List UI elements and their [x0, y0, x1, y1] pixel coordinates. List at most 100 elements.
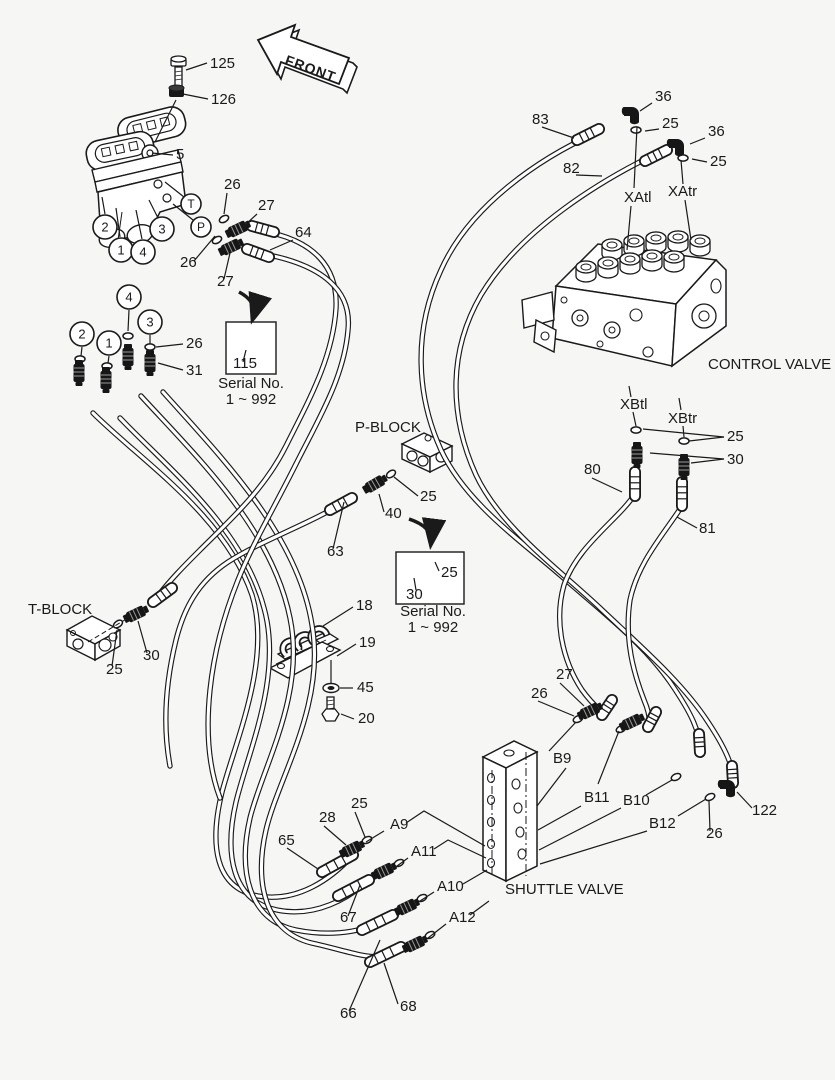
leader-line — [469, 900, 490, 916]
serial-note-arrow — [408, 517, 447, 550]
hose-fitting — [576, 702, 603, 720]
hose-fitting — [217, 238, 244, 256]
part-label: 122 — [752, 802, 777, 819]
part-label: 64 — [295, 224, 312, 241]
front-arrow: FRONT — [256, 23, 358, 95]
part-label: A12 — [449, 909, 476, 926]
leader-line — [111, 629, 118, 667]
part-label: 1 ~ 992 — [408, 619, 458, 636]
leader-line — [548, 721, 577, 752]
part-label: 27 — [217, 273, 234, 290]
part-label: 26 — [224, 176, 241, 193]
o-ring — [122, 332, 134, 340]
valve-cap — [623, 234, 645, 257]
leader-line — [413, 577, 417, 591]
washer-45 — [322, 682, 340, 694]
hose-fitting — [401, 935, 428, 953]
mounting-bracket — [268, 633, 342, 679]
valve-cap — [597, 256, 619, 279]
part-label: 82 — [563, 160, 580, 177]
control-valve-caps — [575, 230, 711, 283]
leader-line — [680, 159, 684, 185]
leader-line — [427, 923, 447, 939]
part-label: 30 — [406, 586, 423, 603]
circled-callout: 4 — [116, 284, 142, 310]
part-label: 115 — [233, 355, 257, 372]
leader-line — [537, 805, 582, 831]
hose-fitting — [338, 840, 365, 858]
leader-line — [354, 811, 366, 838]
hose-fitting — [678, 454, 690, 480]
leader-line — [645, 779, 673, 796]
circled-callout: P — [190, 216, 212, 238]
leader-line — [628, 385, 632, 398]
o-ring — [630, 126, 642, 134]
part-label: 27 — [258, 197, 275, 214]
hose-fitting — [224, 220, 251, 238]
leader-line — [182, 93, 209, 100]
part-label: 25 — [441, 564, 458, 581]
control-valve — [521, 243, 727, 368]
leader-line — [632, 411, 637, 427]
leader-line — [639, 102, 653, 112]
part-label: CONTROL VALVE — [708, 356, 831, 373]
leader-line — [682, 425, 685, 438]
part-label: 81 — [699, 520, 716, 537]
part-label: 18 — [356, 597, 373, 614]
part-label: Serial No. — [400, 603, 466, 620]
part-label: 125 — [210, 55, 235, 72]
leader-line — [286, 847, 319, 870]
callout-text: P — [197, 220, 205, 234]
hose-fitting — [122, 605, 149, 623]
part-label: 26 — [186, 335, 203, 352]
part-label: 1 ~ 992 — [226, 391, 276, 408]
leader-line — [434, 561, 440, 572]
part-label: B12 — [649, 815, 676, 832]
valve-cap — [663, 250, 685, 273]
leader-line — [736, 791, 753, 809]
leader-line — [591, 477, 623, 493]
part-label: P-BLOCK — [355, 419, 421, 436]
part-label: 25 — [727, 428, 744, 445]
leader-line — [101, 196, 106, 215]
part-label: 36 — [708, 123, 725, 140]
part-label: B9 — [553, 750, 571, 767]
part-label: 67 — [340, 909, 357, 926]
leader-line — [677, 798, 707, 817]
leader-line — [642, 428, 725, 438]
hose-fitting — [631, 442, 643, 468]
o-ring — [678, 437, 690, 445]
circled-callout: 1 — [96, 330, 122, 356]
leader-line — [649, 452, 725, 460]
leader-line — [536, 767, 567, 807]
leader-line — [539, 830, 648, 865]
callout-text: 1 — [105, 336, 112, 351]
valve-cap — [645, 231, 667, 254]
valve-cap — [601, 238, 623, 261]
callout-text: T — [187, 197, 195, 211]
hose-path — [625, 503, 685, 730]
leader-line — [148, 199, 159, 219]
part-label: 25 — [662, 115, 679, 132]
leader-line — [151, 152, 174, 156]
leader-line — [223, 192, 228, 215]
circled-callout: 4 — [130, 239, 156, 265]
pilot-control-valve — [85, 106, 187, 249]
leader-line — [340, 713, 355, 720]
leader-line — [155, 343, 184, 348]
leader-line — [633, 126, 638, 189]
leader-line — [688, 436, 725, 442]
leader-line — [678, 397, 682, 411]
part-label: 25 — [351, 795, 368, 812]
o-ring — [385, 469, 397, 479]
leader-line — [365, 830, 385, 843]
circled-callout: 2 — [69, 321, 95, 347]
part-label: 36 — [655, 88, 672, 105]
part-label: 30 — [727, 451, 744, 468]
part-label: 126 — [211, 91, 236, 108]
leader-line — [115, 207, 121, 238]
leader-line — [396, 857, 409, 867]
part-label: 45 — [357, 679, 374, 696]
